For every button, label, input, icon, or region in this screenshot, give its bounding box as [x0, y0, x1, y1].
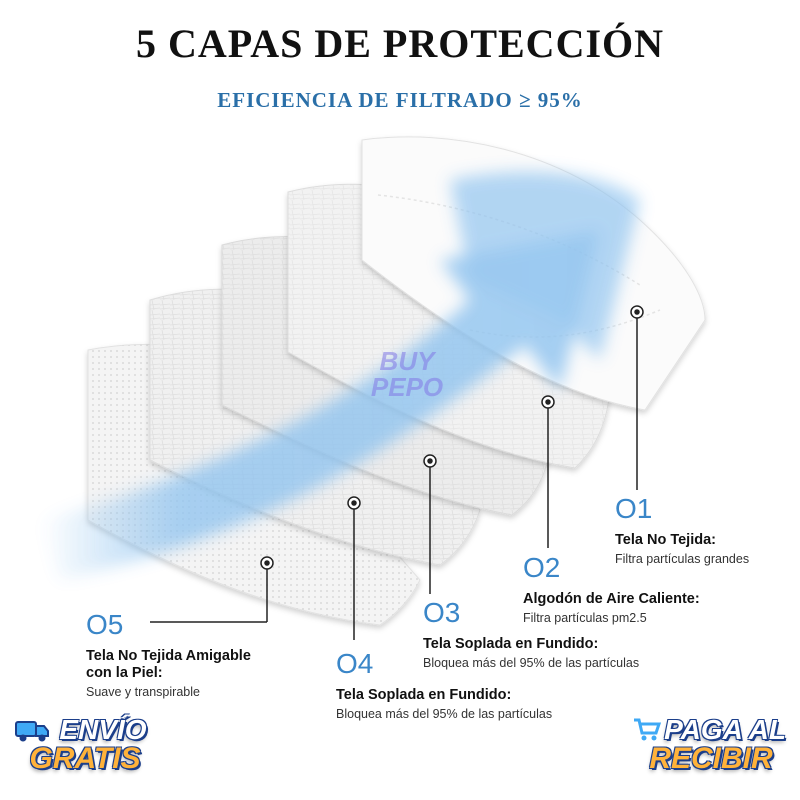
pay-on-delivery-badge: PAGA AL RECIBIR — [630, 712, 792, 782]
truck-icon — [15, 721, 49, 742]
layer-3-number: O3 — [423, 597, 461, 628]
layer-3-pointer — [423, 454, 437, 594]
watermark-logo: BUY PEPO — [352, 348, 462, 400]
layer-3-description: Bloquea más del 95% de las partículas — [423, 656, 640, 670]
layer-5-pointer — [150, 556, 274, 623]
layer-2-pointer — [541, 395, 555, 548]
layer-2-number: O2 — [523, 552, 561, 583]
layer-3-name: Tela Soplada en Fundido: — [423, 636, 599, 652]
layer-5-label: O5 Tela No Tejida Amigable con la Piel: … — [86, 610, 251, 700]
page-title: 5 CAPAS DE PROTECCIÓN — [135, 21, 665, 66]
free-shipping-line-2: GRATIS — [29, 742, 141, 775]
layer-5-description: Suave y transpirable — [86, 685, 200, 699]
layer-4-name: Tela Soplada en Fundido: — [336, 687, 512, 703]
layer-3-label: O3 Tela Soplada en Fundido: Bloquea más … — [423, 598, 639, 671]
layer-2-label: O2 Algodón de Aire Caliente: Filtra part… — [523, 553, 700, 626]
watermark-line-2: PEPO — [370, 372, 444, 402]
watermark-line-1: BUY — [379, 346, 435, 376]
layer-5-number: O5 — [86, 609, 124, 640]
pay-on-delivery-line-1: PAGA AL — [664, 714, 786, 745]
layer-2-name: Algodón de Aire Caliente: — [523, 591, 700, 607]
layer-5-name-line-1: Tela No Tejida Amigable — [86, 648, 251, 664]
free-shipping-line-1: ENVÍO — [59, 714, 147, 745]
pay-on-delivery-line-2: RECIBIR — [649, 742, 773, 775]
layer-1-label: O1 Tela No Tejida: Filtra partículas gra… — [615, 494, 749, 567]
page-subtitle: EFICIENCIA DE FILTRADO ≥ 95% — [217, 88, 583, 112]
layer-1-name: Tela No Tejida: — [615, 532, 716, 548]
free-shipping-badge: ENVÍO GRATIS — [10, 712, 160, 782]
layer-1-description: Filtra partículas grandes — [615, 552, 750, 566]
layer-2-description: Filtra partículas pm2.5 — [523, 611, 647, 625]
layer-4-description: Bloquea más del 95% de las partículas — [336, 707, 553, 721]
layer-1-number: O1 — [615, 493, 653, 524]
layer-4-label: O4 Tela Soplada en Fundido: Bloquea más … — [336, 649, 552, 722]
layer-5-name-line-2: con la Piel: — [86, 665, 163, 681]
shopping-cart-icon — [634, 718, 662, 741]
layer-4-pointer — [347, 496, 361, 640]
layer-1-pointer — [630, 305, 644, 490]
airflow-arrow — [40, 171, 640, 580]
layer-4-number: O4 — [336, 648, 374, 679]
